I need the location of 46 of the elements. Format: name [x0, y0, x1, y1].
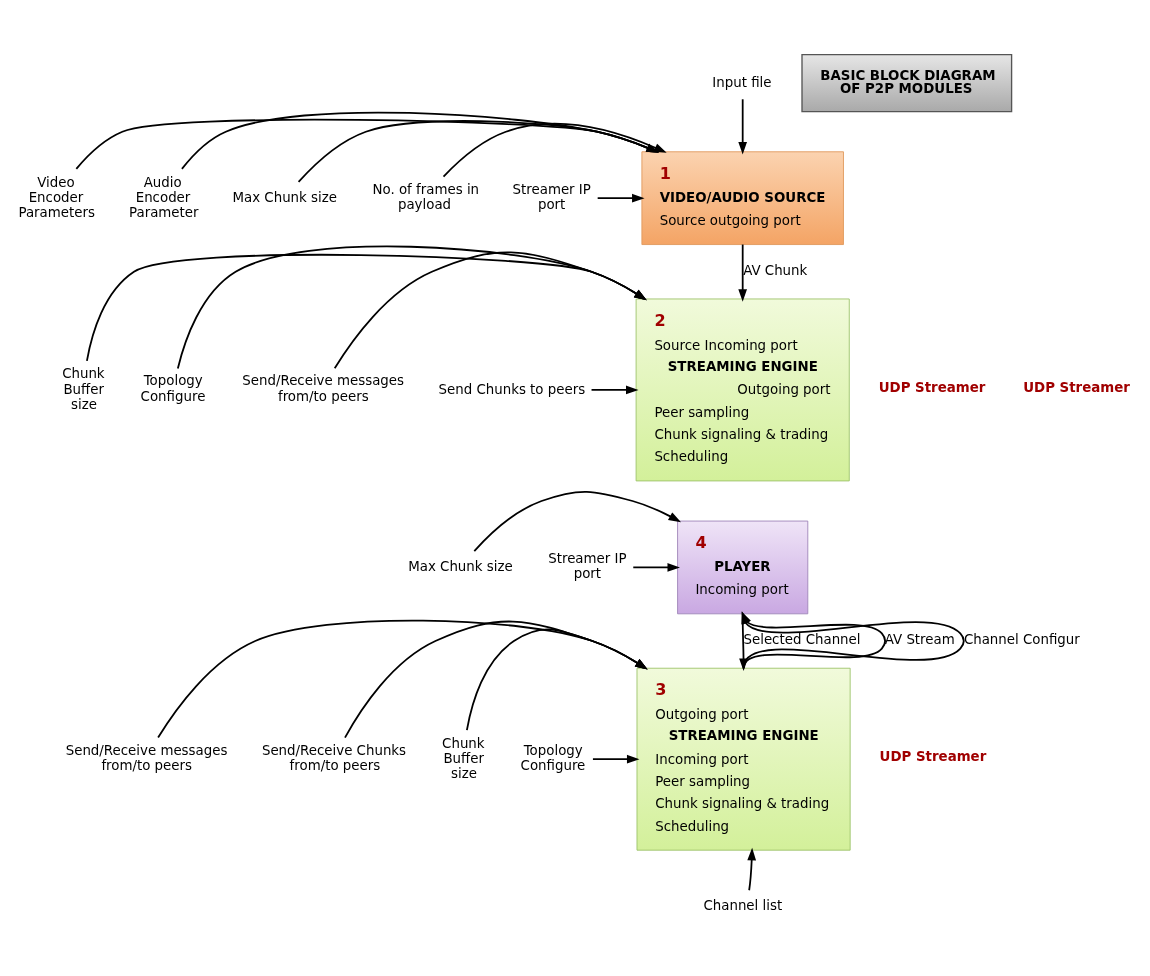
node-text: Topology Configure — [520, 742, 586, 773]
node-text: Streamer IP port — [548, 550, 627, 581]
node-text: No. of frames in payload — [372, 181, 480, 212]
arrow — [466, 628, 648, 731]
arrow — [442, 122, 667, 177]
arrow — [738, 97, 748, 154]
edge-label: Channel Configur — [963, 631, 1080, 647]
arrow — [344, 620, 648, 738]
arrow — [632, 562, 680, 572]
node-text: Send/Receive messages from/to peers — [65, 742, 228, 773]
node-text: Send Chunks to peers — [438, 381, 586, 397]
label: UDP Streamer — [1023, 379, 1130, 395]
arrow — [592, 754, 640, 764]
node-box: 3 Outgoing port STREAMING ENGINE Incoming port Peer sampling Chunk signaling & trading Scheduling — [636, 667, 851, 851]
node-text: Chunk Buffer size — [442, 735, 485, 781]
node-box: BASIC BLOCK DIAGRAM OF P2P MODULES — [801, 53, 1013, 112]
edge-label: Selected Channel — [743, 631, 861, 647]
label: UDP Streamer — [878, 379, 986, 395]
node-text: Max Chunk size — [232, 189, 337, 205]
arrow — [596, 193, 645, 203]
node-text: Send/Receive Chunks from/to peers — [261, 742, 407, 773]
arrow — [590, 385, 639, 394]
node-text: Max Chunk size — [408, 558, 513, 574]
node-text: Video Encoder Parameters — [18, 174, 95, 220]
arrow — [738, 243, 748, 302]
node-box: 4 PLAYER Incoming port — [677, 520, 809, 614]
node-text: Input file — [712, 74, 772, 90]
node-text: Channel list — [703, 897, 783, 913]
edge-label: AV Stream — [884, 631, 955, 647]
label: UDP Streamer — [879, 748, 987, 764]
node-box: 1 VIDEO/AUDIO SOURCE Source outgoing port — [641, 150, 844, 245]
node-text: Streamer IP port — [512, 181, 591, 212]
node-text: Topology Configure — [140, 372, 206, 404]
arrow — [176, 245, 647, 369]
arrow — [157, 619, 648, 738]
arrow — [297, 119, 659, 183]
arrow — [473, 490, 682, 552]
node-text: Audio Encoder Parameter — [129, 174, 199, 220]
arrow — [181, 111, 659, 170]
node-text: Chunk Buffer size — [62, 365, 105, 412]
arrow — [86, 253, 647, 362]
node-box: 2 Source Incoming port STREAMING ENGINE Outgoing port Peer sampling Chunk signaling & trading Scheduling — [635, 298, 850, 481]
arrow — [333, 251, 647, 369]
node-text: Send/Receive messages from/to peers — [242, 372, 405, 404]
arrow — [75, 118, 659, 170]
arrow — [747, 847, 757, 891]
